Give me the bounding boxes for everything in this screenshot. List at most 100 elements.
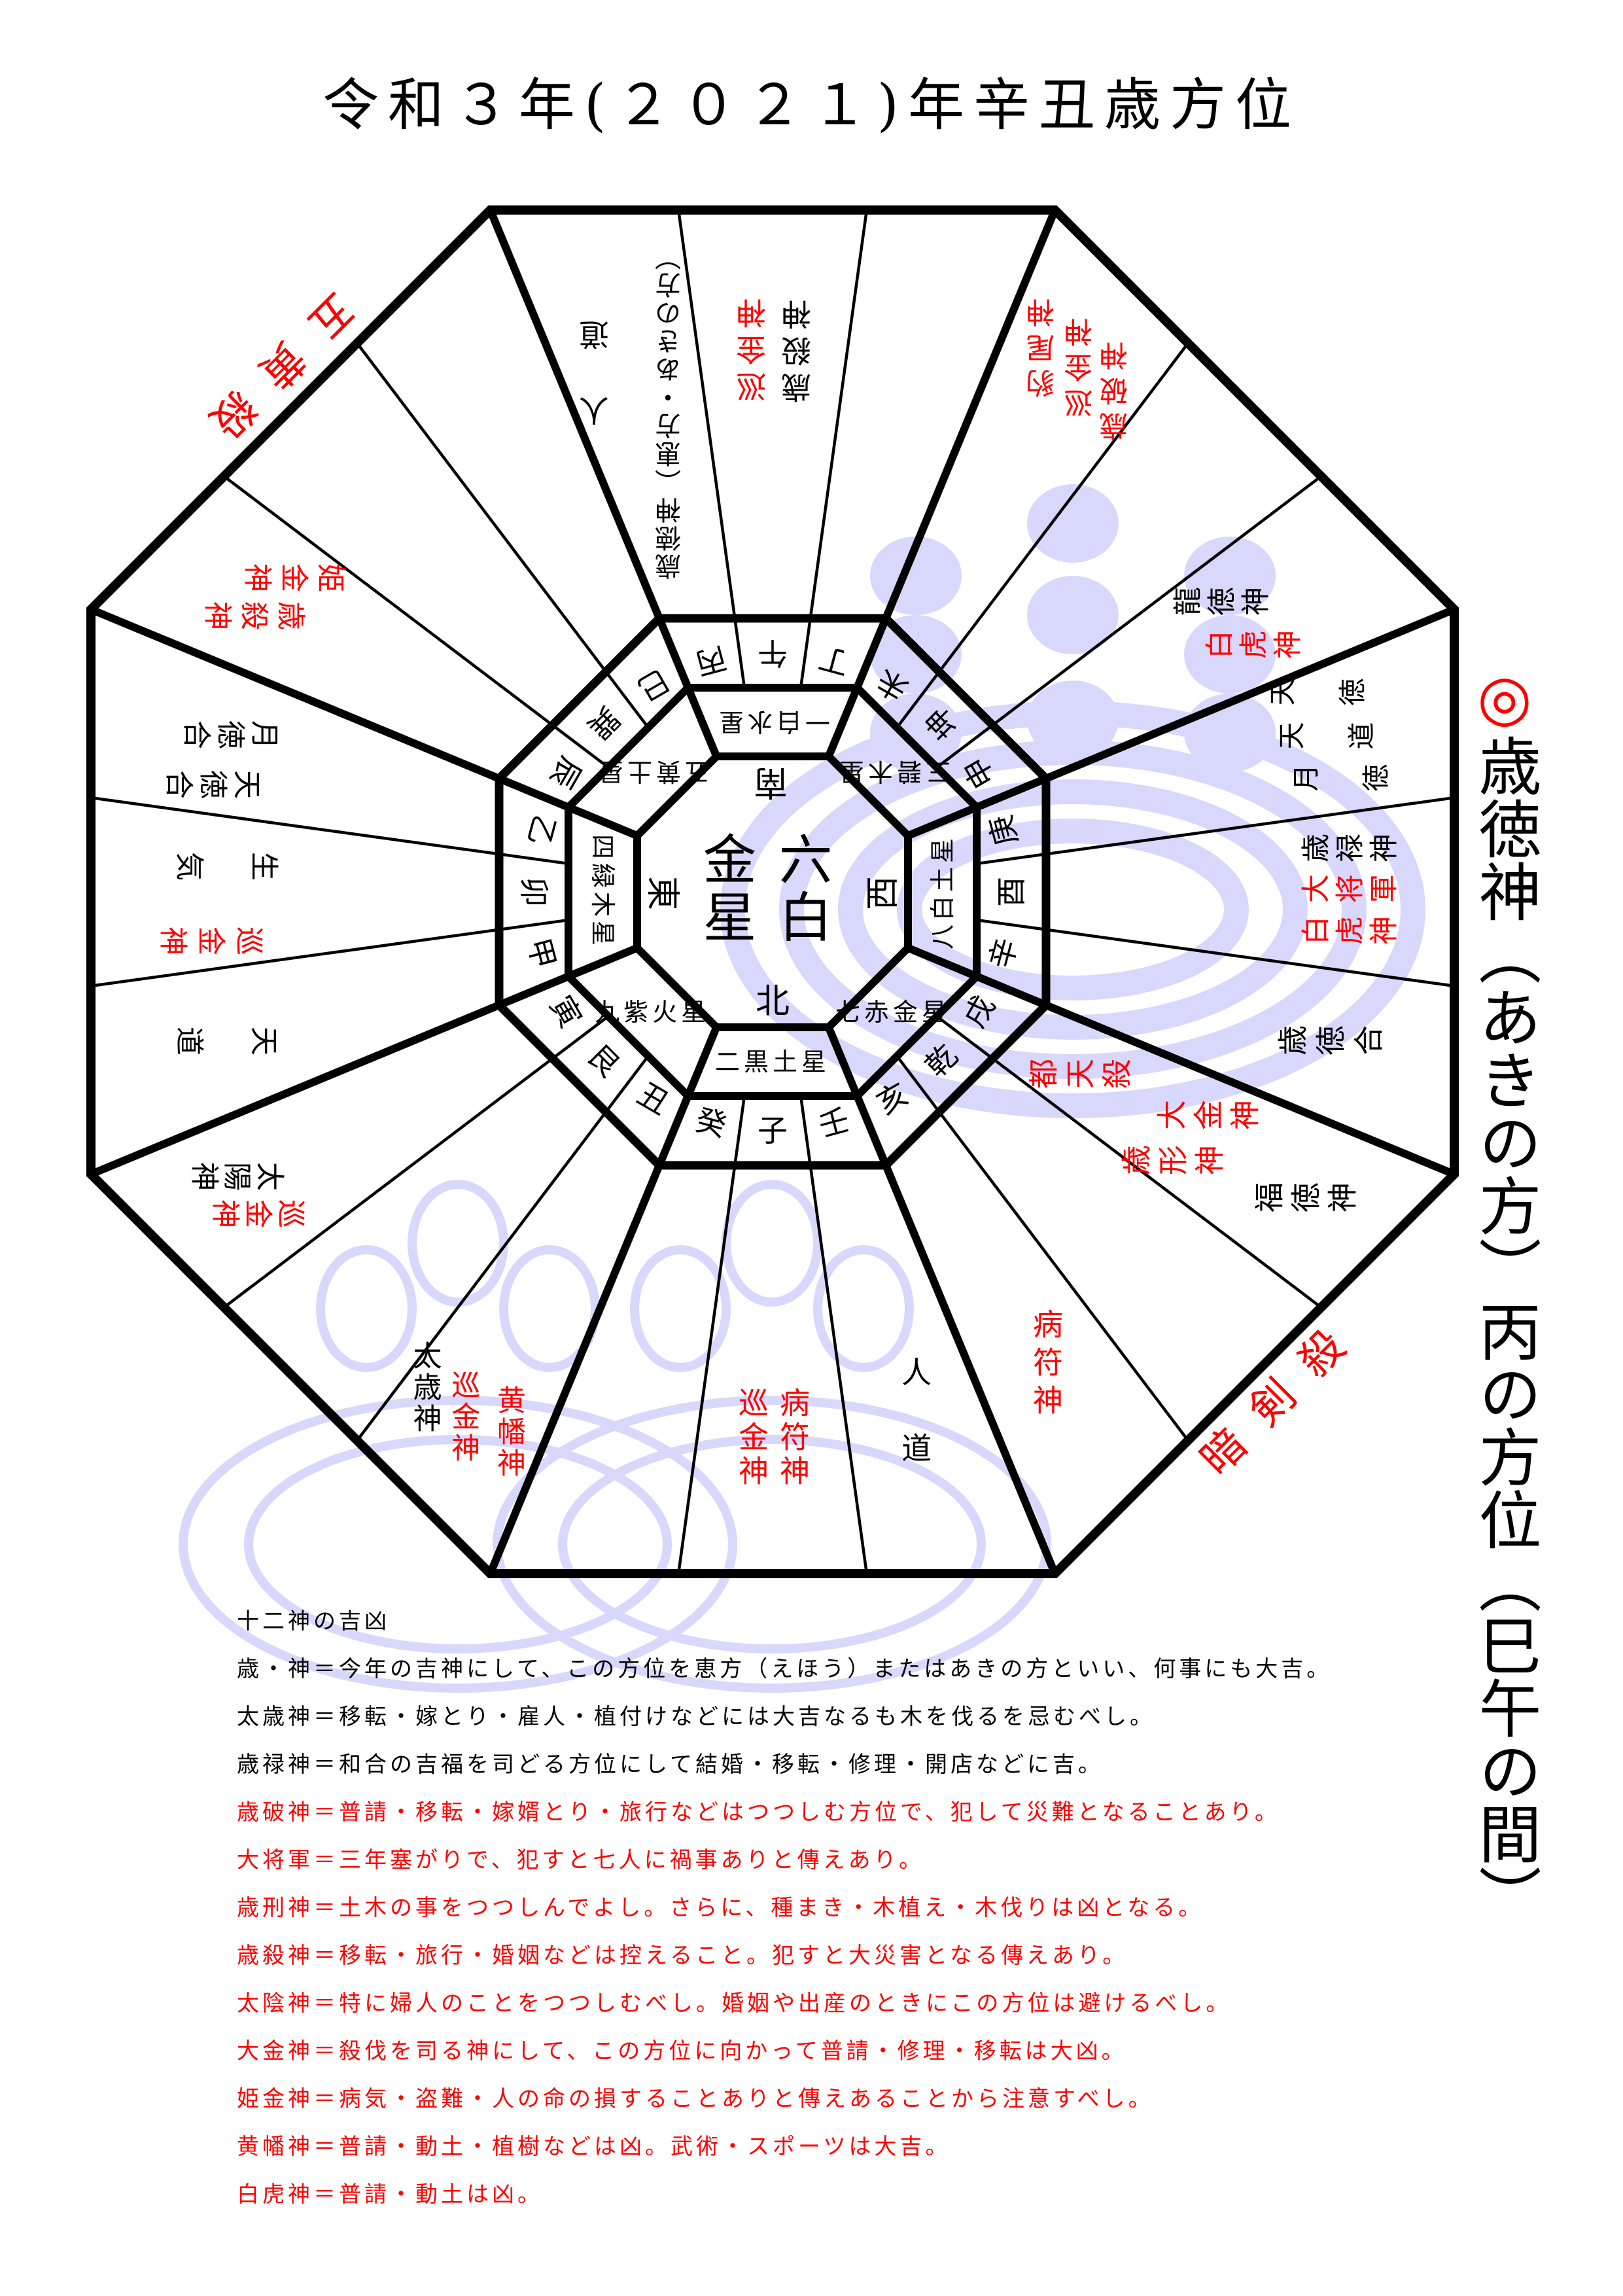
- god-label: 歳禄神: [1300, 834, 1403, 868]
- page-title: 令和３年(２０２１)年辛丑歳方位: [322, 73, 1301, 138]
- crest-outline-leaf: [722, 1180, 822, 1307]
- god-label: 月徳合: [178, 715, 281, 749]
- god-label: 歳破神: [1100, 335, 1134, 442]
- sector-divider: [906, 944, 1456, 1178]
- compass-west: 西: [864, 875, 903, 911]
- twelve-gods-legend: 十二神の吉凶 歳・神＝今年の吉神にして、この方位を恵方（えほう）またはあきの方と…: [237, 1608, 1332, 2229]
- sector-divider: [825, 208, 1059, 758]
- sub-direction-divider: [799, 209, 869, 688]
- god-label: 歳形神: [1120, 1144, 1230, 1180]
- sub-direction-divider: [90, 918, 569, 988]
- god-label: 巡金神: [446, 1369, 480, 1464]
- crest-outline-leaf: [630, 1245, 731, 1372]
- sub-direction-divider: [223, 1015, 610, 1309]
- crest-leaf: [1184, 615, 1276, 694]
- god-label: 黄幡神: [492, 1385, 526, 1479]
- god-label: 人道: [897, 1356, 933, 1508]
- compass-east: 東: [642, 875, 682, 911]
- sub-direction-divider: [896, 342, 1189, 729]
- nine-star-label: 七赤金星: [835, 997, 951, 1027]
- god-label: 天道: [1277, 721, 1418, 754]
- crest-leaf: [1184, 537, 1276, 615]
- legend-item: 歳禄神＝和合の吉福を司どる方位にして結婚・移転・修理・開店などに吉。: [237, 1752, 1104, 1778]
- sub-direction-divider: [935, 1015, 1322, 1309]
- crest-outline-leaf: [499, 1245, 600, 1372]
- sector-divider: [486, 1025, 720, 1576]
- god-label: 福徳神: [1253, 1182, 1363, 1218]
- ehou-direction-note: ◎歳徳神（あきの方）丙の方位（巳午の間）: [1468, 661, 1541, 1928]
- crest-leaf: [870, 694, 962, 772]
- god-label: 歳殺神: [780, 293, 816, 403]
- crest-outline-arc: [179, 1396, 737, 1693]
- god-label: 天道: [130, 1021, 280, 1055]
- center-star-rokuhaku: 六白: [769, 832, 831, 947]
- legend-heading: 十二神の吉凶: [237, 1608, 390, 1634]
- sub-direction-divider: [223, 475, 610, 769]
- god-label: 月徳: [1291, 764, 1432, 796]
- legend-item: 大金神＝殺伐を司る神にして、この方位に向かって普請・修理・移転は大凶。: [237, 2038, 1127, 2064]
- sector-divider: [825, 1025, 1059, 1576]
- sub-direction-divider: [896, 1055, 1189, 1441]
- double-circle-icon: ◎: [1468, 661, 1541, 734]
- god-label: 生気: [130, 847, 279, 880]
- god-label: 天徳合: [160, 765, 263, 799]
- god-label: 歳徳合: [1276, 1024, 1391, 1060]
- god-label: 病符神: [775, 1387, 811, 1489]
- god-label: 人道: [578, 274, 614, 426]
- legend-item: 歳破神＝普請・移転・嫁婿とり・旅行などはつつしむ方位で、犯して災難となることあり…: [237, 1799, 1280, 1826]
- sector-divider: [89, 605, 639, 839]
- sub-direction-divider: [935, 475, 1322, 769]
- direction-label: 酉: [994, 877, 1029, 907]
- sub-direction-divider: [676, 1095, 746, 1574]
- god-label: 太歳神: [408, 1341, 442, 1436]
- god-label: 白虎神: [1300, 917, 1403, 950]
- crest-arc: [838, 779, 1308, 1040]
- god-label: 巡金神: [735, 292, 771, 402]
- crest-leaf: [1027, 680, 1119, 759]
- crest-arc: [897, 819, 1249, 1000]
- god-label: 病符神: [1028, 1308, 1064, 1422]
- legend-item: 大将軍＝三年塞がりで、犯すと七人に禍事ありと傳えあり。: [237, 1847, 924, 1873]
- crest-outline-leaf: [316, 1245, 417, 1372]
- crest-outline-arc: [558, 1435, 986, 1653]
- legend-item: 歳刑神＝土木の事をつつしんでよし。さらに、種まき・木植え・木伐りは凶となる。: [237, 1895, 1204, 1921]
- sub-direction-divider: [90, 796, 569, 866]
- god-label: 豹尾神: [1026, 292, 1060, 398]
- legend-item: 太陰神＝特に婦人のことをつつしむべし。婚姻や出産のときにこの方位は避けるべし。: [237, 1990, 1232, 2017]
- direction-label: 午: [758, 635, 788, 671]
- compass-north: 北: [755, 982, 790, 1021]
- nine-star-label: 九紫火星: [595, 997, 710, 1027]
- octagon-grid: [86, 205, 1459, 1578]
- sub-direction-divider: [356, 342, 650, 729]
- nine-star-label: 八白土星: [928, 834, 957, 950]
- crest-leaf: [1027, 484, 1119, 563]
- sub-direction-divider: [976, 796, 1455, 866]
- direction-label: 卯: [516, 877, 551, 907]
- legend-item: 姫金神＝病気・盗難・人の命の損することありと傳えあることから注意すべし。: [237, 2086, 1154, 2112]
- crest-leaf: [1027, 576, 1119, 654]
- legend-item: 白虎神＝普請・動土は凶。: [237, 2181, 543, 2208]
- direction-label: 子: [758, 1113, 788, 1148]
- nine-star-label: 二黒土星: [714, 1048, 831, 1076]
- nine-star-label: 五黄土星: [595, 757, 710, 786]
- god-label: 大金神: [1155, 1099, 1266, 1135]
- god-label: 巡金神: [208, 1194, 307, 1228]
- god-label: 姫金神: [236, 557, 346, 592]
- god-label: 都天殺: [1028, 1057, 1138, 1093]
- god-label: 巡金神: [1064, 311, 1098, 418]
- sub-direction-divider: [356, 1055, 650, 1441]
- nine-star-label: 一白水星: [714, 707, 831, 736]
- sector-divider: [906, 605, 1456, 839]
- legend-item: 歳殺神＝移転・旅行・婚姻などは控えること。犯すと大災害となる傳えあり。: [237, 1943, 1128, 1969]
- sector-divider: [89, 944, 639, 1178]
- god-label: 天徳: [1268, 678, 1408, 710]
- nine-star-label: 三碧木星: [835, 757, 951, 786]
- god-label: 大将軍: [1300, 875, 1403, 908]
- sub-direction-divider: [799, 1095, 869, 1574]
- god-label: 巡金神: [734, 1387, 769, 1489]
- crest-outline-leaf: [813, 1245, 914, 1372]
- god-label: 龍徳神: [1172, 587, 1274, 621]
- sub-direction-divider: [676, 209, 746, 688]
